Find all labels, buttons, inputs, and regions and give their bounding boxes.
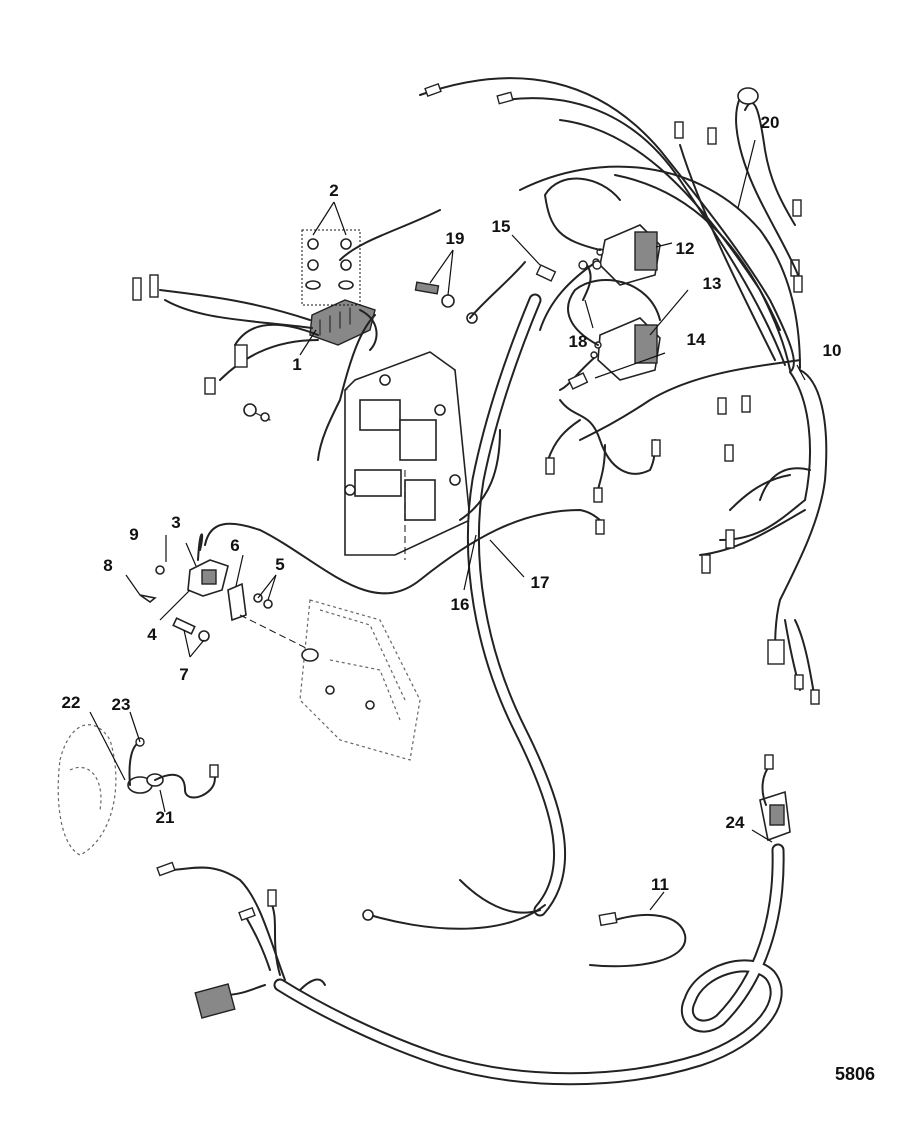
callout-21: 21 (156, 808, 175, 827)
screws-2 (301, 229, 361, 306)
callout-8: 8 (103, 556, 112, 575)
rectifier-assembly (132, 274, 378, 395)
switch-box-plate (344, 351, 471, 560)
switch-12 (539, 177, 661, 331)
callout-18: 18 (569, 332, 588, 351)
callout-19: 19 (446, 229, 465, 248)
plate-screw (243, 403, 257, 417)
callout-10: 10 (823, 341, 842, 360)
plate-wire-a (339, 209, 441, 261)
callout-15: 15 (492, 217, 511, 236)
connector-24 (759, 754, 791, 842)
switch-13 (559, 279, 661, 391)
callout-11: 11 (651, 875, 669, 894)
leader-lines (89, 139, 806, 911)
callout-9: 9 (129, 525, 138, 544)
bracket-3-4-6 (139, 559, 311, 651)
callout-13: 13 (703, 274, 722, 293)
lower-mount-plate (299, 599, 421, 761)
callout-1: 1 (292, 355, 301, 374)
callout-4: 4 (147, 625, 157, 644)
callout-7: 7 (179, 665, 188, 684)
callout-labels: 1 2 3 4 5 6 7 8 9 10 11 12 13 14 15 16 1… (62, 113, 842, 894)
callout-3: 3 (171, 513, 180, 532)
figure-number: 5806 (835, 1064, 875, 1084)
callout-23: 23 (112, 695, 131, 714)
callout-20: 20 (761, 113, 780, 132)
callout-17: 17 (531, 573, 550, 592)
callout-22: 22 (62, 693, 81, 712)
callout-5: 5 (275, 555, 284, 574)
bolt-nut-19 (414, 261, 526, 324)
callout-14: 14 (687, 330, 706, 349)
sensor-21-22-23 (57, 724, 219, 856)
middle-cable (197, 399, 661, 595)
harness-16-17 (362, 293, 567, 930)
lead-11 (589, 911, 687, 968)
callout-24: 24 (726, 813, 745, 832)
callout-16: 16 (451, 595, 470, 614)
callout-6: 6 (230, 536, 239, 555)
sensor-lead-20 (735, 87, 803, 293)
callout-12: 12 (676, 239, 695, 258)
callout-2: 2 (329, 181, 338, 200)
plate-washer (260, 412, 270, 422)
terminals-14-15-18 (535, 260, 602, 390)
plate-wire-b (317, 314, 376, 461)
lower-harness (156, 843, 785, 1086)
